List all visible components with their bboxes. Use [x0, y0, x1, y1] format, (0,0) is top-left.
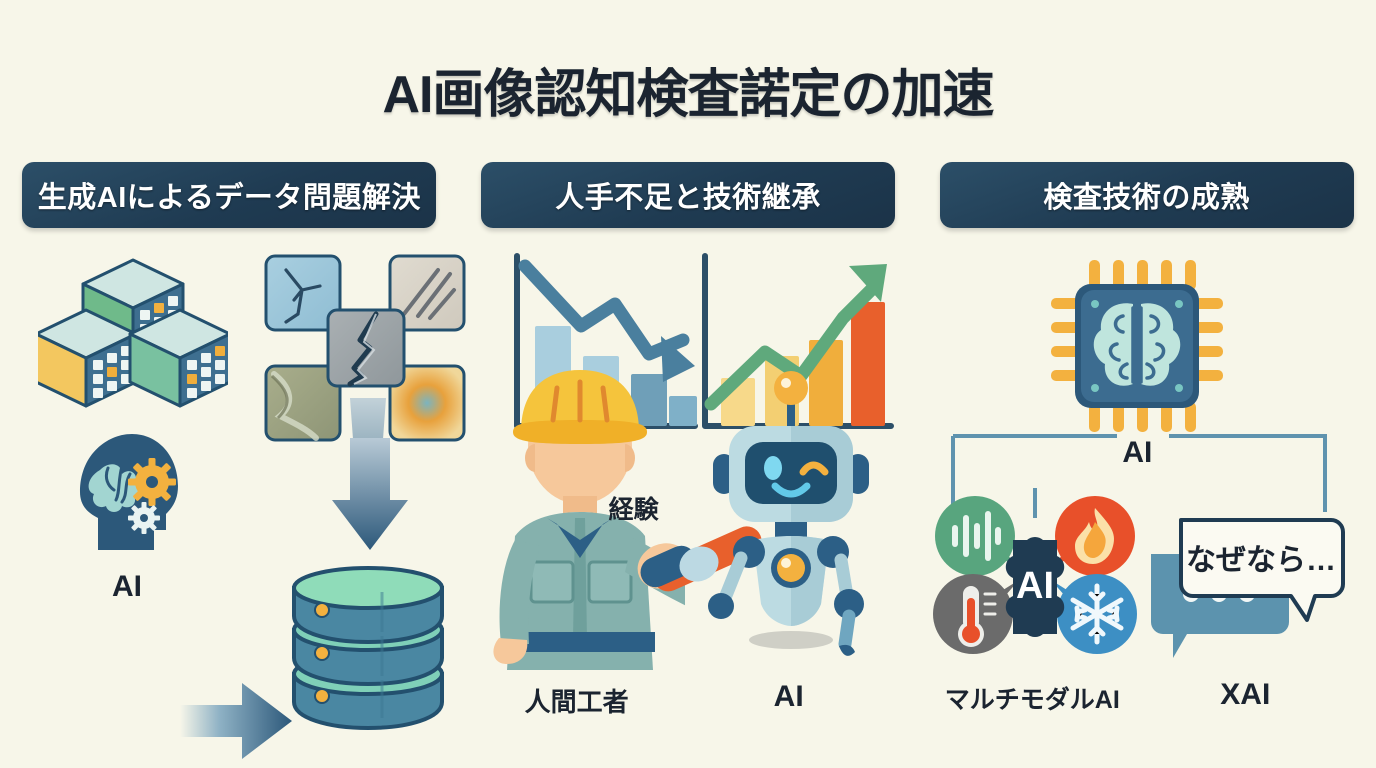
panel-2-body: 経験	[459, 240, 918, 722]
robot-illustration	[707, 371, 869, 656]
baton-label: 経験	[608, 496, 659, 524]
ai-chip-icon	[1051, 260, 1224, 432]
defect-samples-grid	[264, 254, 466, 453]
panel-row: 生成AIによるデータ問題解決	[0, 162, 1376, 759]
data-blocks-icon	[38, 258, 228, 408]
chip-caption: AI	[1122, 436, 1153, 469]
panel-1-header: 生成AIによるデータ問題解決	[22, 162, 437, 228]
worker-illustration	[493, 370, 685, 670]
panel-inspection-maturity: 検査技術の成熟	[917, 162, 1376, 722]
worker-caption: 人間工者	[524, 687, 629, 717]
page-title: AI画像認知検査諾定の加速	[382, 66, 994, 124]
arrow-right-icon	[180, 683, 292, 759]
panel-labor-shortage: 人手不足と技術継承	[459, 162, 918, 722]
multimodal-cluster-icon: AI	[933, 488, 1138, 654]
ai-head-caption: AI	[112, 570, 142, 603]
multimodal-caption: マルチモダルAI	[944, 686, 1120, 714]
panel-1-body: AI	[0, 240, 466, 759]
speech-bubble-text: なぜなら…	[1186, 544, 1336, 577]
panel-data-problem: 生成AIによるデータ問題解決	[0, 162, 466, 759]
robot-caption: AI	[773, 680, 804, 713]
ai-head-icon	[80, 434, 178, 550]
panel-3-body: AI	[917, 240, 1376, 722]
panel-3-header: 検査技術の成熟	[939, 162, 1354, 228]
baton-handoff-icon	[637, 526, 762, 592]
xai-speech-bubbles: なぜなら…	[1151, 518, 1346, 658]
xai-caption: XAI	[1220, 678, 1271, 711]
svg-text:AI: AI	[1016, 565, 1054, 607]
database-icon	[292, 566, 444, 731]
panel-2-header: 人手不足と技術継承	[480, 162, 895, 228]
ingest-arrow-down-icon	[332, 438, 408, 550]
